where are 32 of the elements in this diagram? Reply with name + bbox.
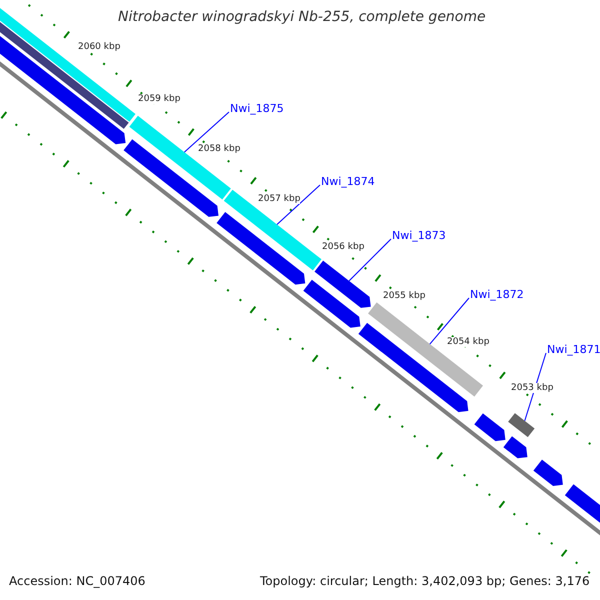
- gene-label: Nwi_1875: [230, 102, 284, 115]
- scale-label: 2057 kbp: [258, 194, 300, 204]
- scale-label: 2058 kbp: [198, 144, 240, 154]
- gene-feature: [533, 460, 563, 486]
- scale-label: 2056 kbp: [322, 242, 364, 252]
- scale-label: 2053 kbp: [511, 383, 554, 393]
- gene-segment: [508, 413, 535, 438]
- gene-label: Nwi_1874: [321, 175, 375, 188]
- leader-line: [184, 112, 230, 153]
- leader-line: [348, 238, 392, 282]
- gene-segment: [224, 190, 322, 270]
- scale-label: 2059 kbp: [138, 94, 180, 104]
- gene-feature: [474, 413, 506, 442]
- scale-label: 2060 kbp: [78, 42, 120, 52]
- gene-label: Nwi_1873: [392, 229, 446, 242]
- leader-line: [524, 352, 546, 422]
- accession-text: Accession: NC_007406: [9, 574, 146, 588]
- scale-label: 2054 kbp: [447, 337, 490, 347]
- scale-label: 2055 kbp: [383, 291, 426, 301]
- leader-line: [429, 298, 470, 345]
- gene-feature: [564, 484, 600, 525]
- gene-label: Nwi_1871: [547, 343, 600, 356]
- gene-feature: [358, 322, 468, 412]
- gene-feature: [503, 436, 528, 458]
- gene-feature: [216, 212, 306, 285]
- map-title: Nitrobacter winogradskyi Nb-255, complete genome: [118, 9, 486, 25]
- gene-feature: [314, 260, 371, 308]
- gene-feature: [303, 280, 360, 328]
- gene-feature: [124, 139, 218, 217]
- genome-info-text: Topology: circular; Length: 3,402,093 bp; Genes: 3,176: [260, 574, 590, 588]
- leader-line: [276, 184, 320, 226]
- gene-label: Nwi_1872: [470, 288, 524, 301]
